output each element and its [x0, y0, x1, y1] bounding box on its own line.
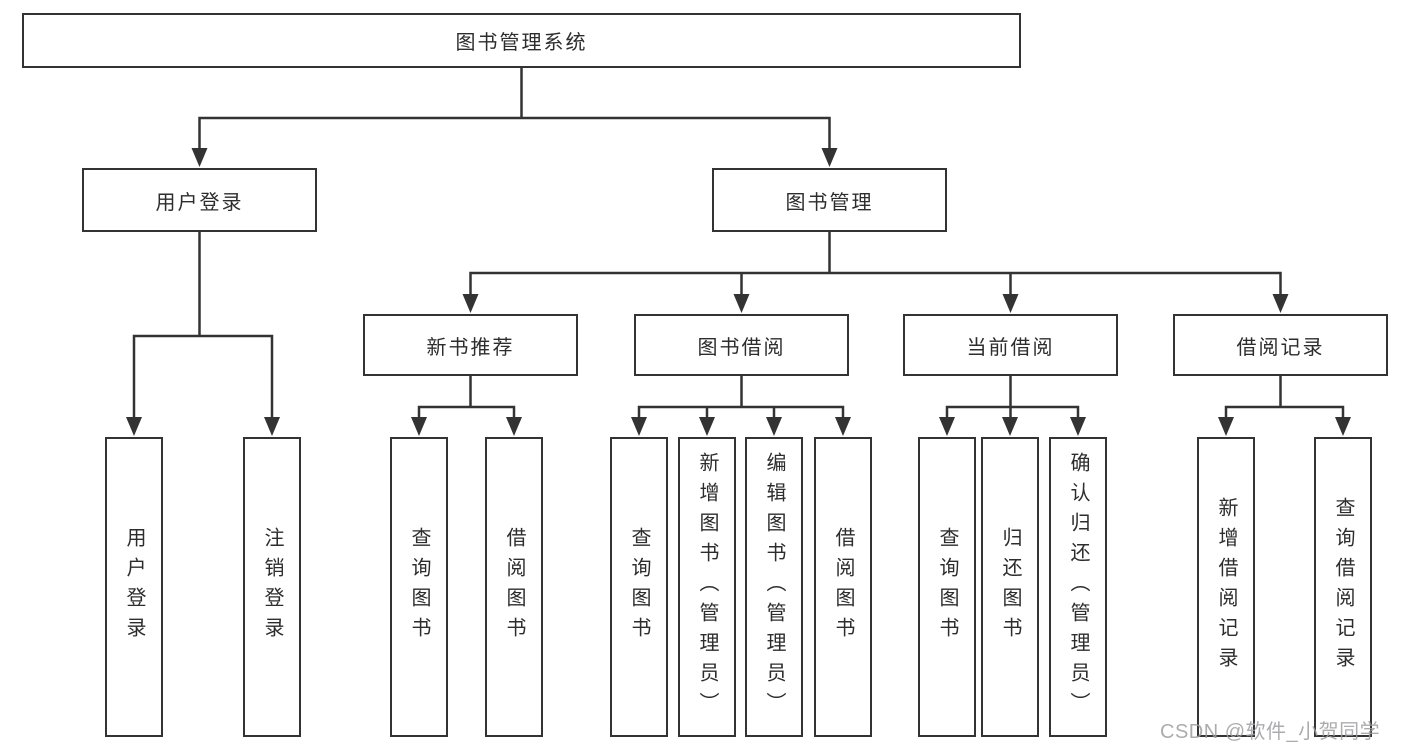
leaf-current-confirm-return-admin: 确认归还（管理员）	[1049, 437, 1107, 737]
leaf-newbook-borrow-book: 借阅图书	[485, 437, 543, 737]
leaf-user-login: 用户登录	[105, 437, 163, 737]
leaf-newbook-query-book: 查询图书	[390, 437, 448, 737]
connector-borrow-branch	[637, 405, 845, 418]
node-book-borrow-label: 图书借阅	[697, 336, 786, 359]
leaf-borrow-borrow-book-label: 借阅图书	[832, 527, 854, 647]
node-root-label: 图书管理系统	[455, 32, 588, 54]
node-new-book-recommend-label: 新书推荐	[426, 336, 515, 359]
connector-level3-branch	[469, 271, 1282, 295]
connector-user-login-branch	[132, 334, 274, 418]
arrowheads	[126, 148, 1351, 436]
connector-current-branch	[945, 405, 1080, 418]
leaf-records-query-record: 查询借阅记录	[1314, 437, 1372, 737]
leaf-newbook-borrow-book-label: 借阅图书	[503, 527, 525, 647]
leaf-records-add-record: 新增借阅记录	[1197, 437, 1255, 737]
leaf-records-add-record-label: 新增借阅记录	[1215, 497, 1237, 677]
connector-level1-branch	[198, 116, 831, 149]
leaf-user-login-label: 用户登录	[123, 527, 145, 647]
leaf-borrow-query-book-label: 查询图书	[628, 527, 650, 647]
leaf-current-return-book-label: 归还图书	[999, 527, 1021, 647]
leaf-borrow-borrow-book: 借阅图书	[814, 437, 872, 737]
node-borrow-records-label: 借阅记录	[1236, 336, 1325, 359]
node-book-management-label: 图书管理	[785, 191, 874, 214]
leaf-current-confirm-return-admin-label: 确认归还（管理员）	[1067, 452, 1089, 722]
leaf-borrow-edit-book-admin-label: 编辑图书（管理员）	[763, 452, 785, 722]
leaf-current-query-book-label: 查询图书	[936, 527, 958, 647]
watermark: CSDN @软件_小贺同学	[1160, 721, 1381, 743]
node-user-login: 用户登录	[82, 168, 317, 232]
node-current-borrow: 当前借阅	[903, 314, 1118, 376]
leaf-borrow-add-book-admin-label: 新增图书（管理员）	[696, 452, 718, 722]
leaf-records-query-record-label: 查询借阅记录	[1332, 497, 1354, 677]
leaf-borrow-edit-book-admin: 编辑图书（管理员）	[745, 437, 803, 737]
node-book-borrow: 图书借阅	[634, 314, 849, 376]
node-user-login-label: 用户登录	[155, 191, 244, 214]
leaf-logout-login-label: 注销登录	[261, 527, 283, 647]
leaf-current-return-book: 归还图书	[981, 437, 1039, 737]
leaf-borrow-add-book-admin: 新增图书（管理员）	[678, 437, 736, 737]
node-borrow-records: 借阅记录	[1173, 314, 1388, 376]
leaf-current-query-book: 查询图书	[918, 437, 976, 737]
leaf-borrow-query-book: 查询图书	[610, 437, 668, 737]
node-new-book-recommend: 新书推荐	[363, 314, 578, 376]
node-book-management: 图书管理	[712, 168, 947, 232]
connector-records-branch	[1224, 405, 1345, 418]
connector-newbook-branch	[417, 405, 516, 418]
node-root: 图书管理系统	[22, 13, 1021, 68]
node-current-borrow-label: 当前借阅	[966, 336, 1055, 359]
leaf-logout-login: 注销登录	[243, 437, 301, 737]
leaf-newbook-query-book-label: 查询图书	[408, 527, 430, 647]
